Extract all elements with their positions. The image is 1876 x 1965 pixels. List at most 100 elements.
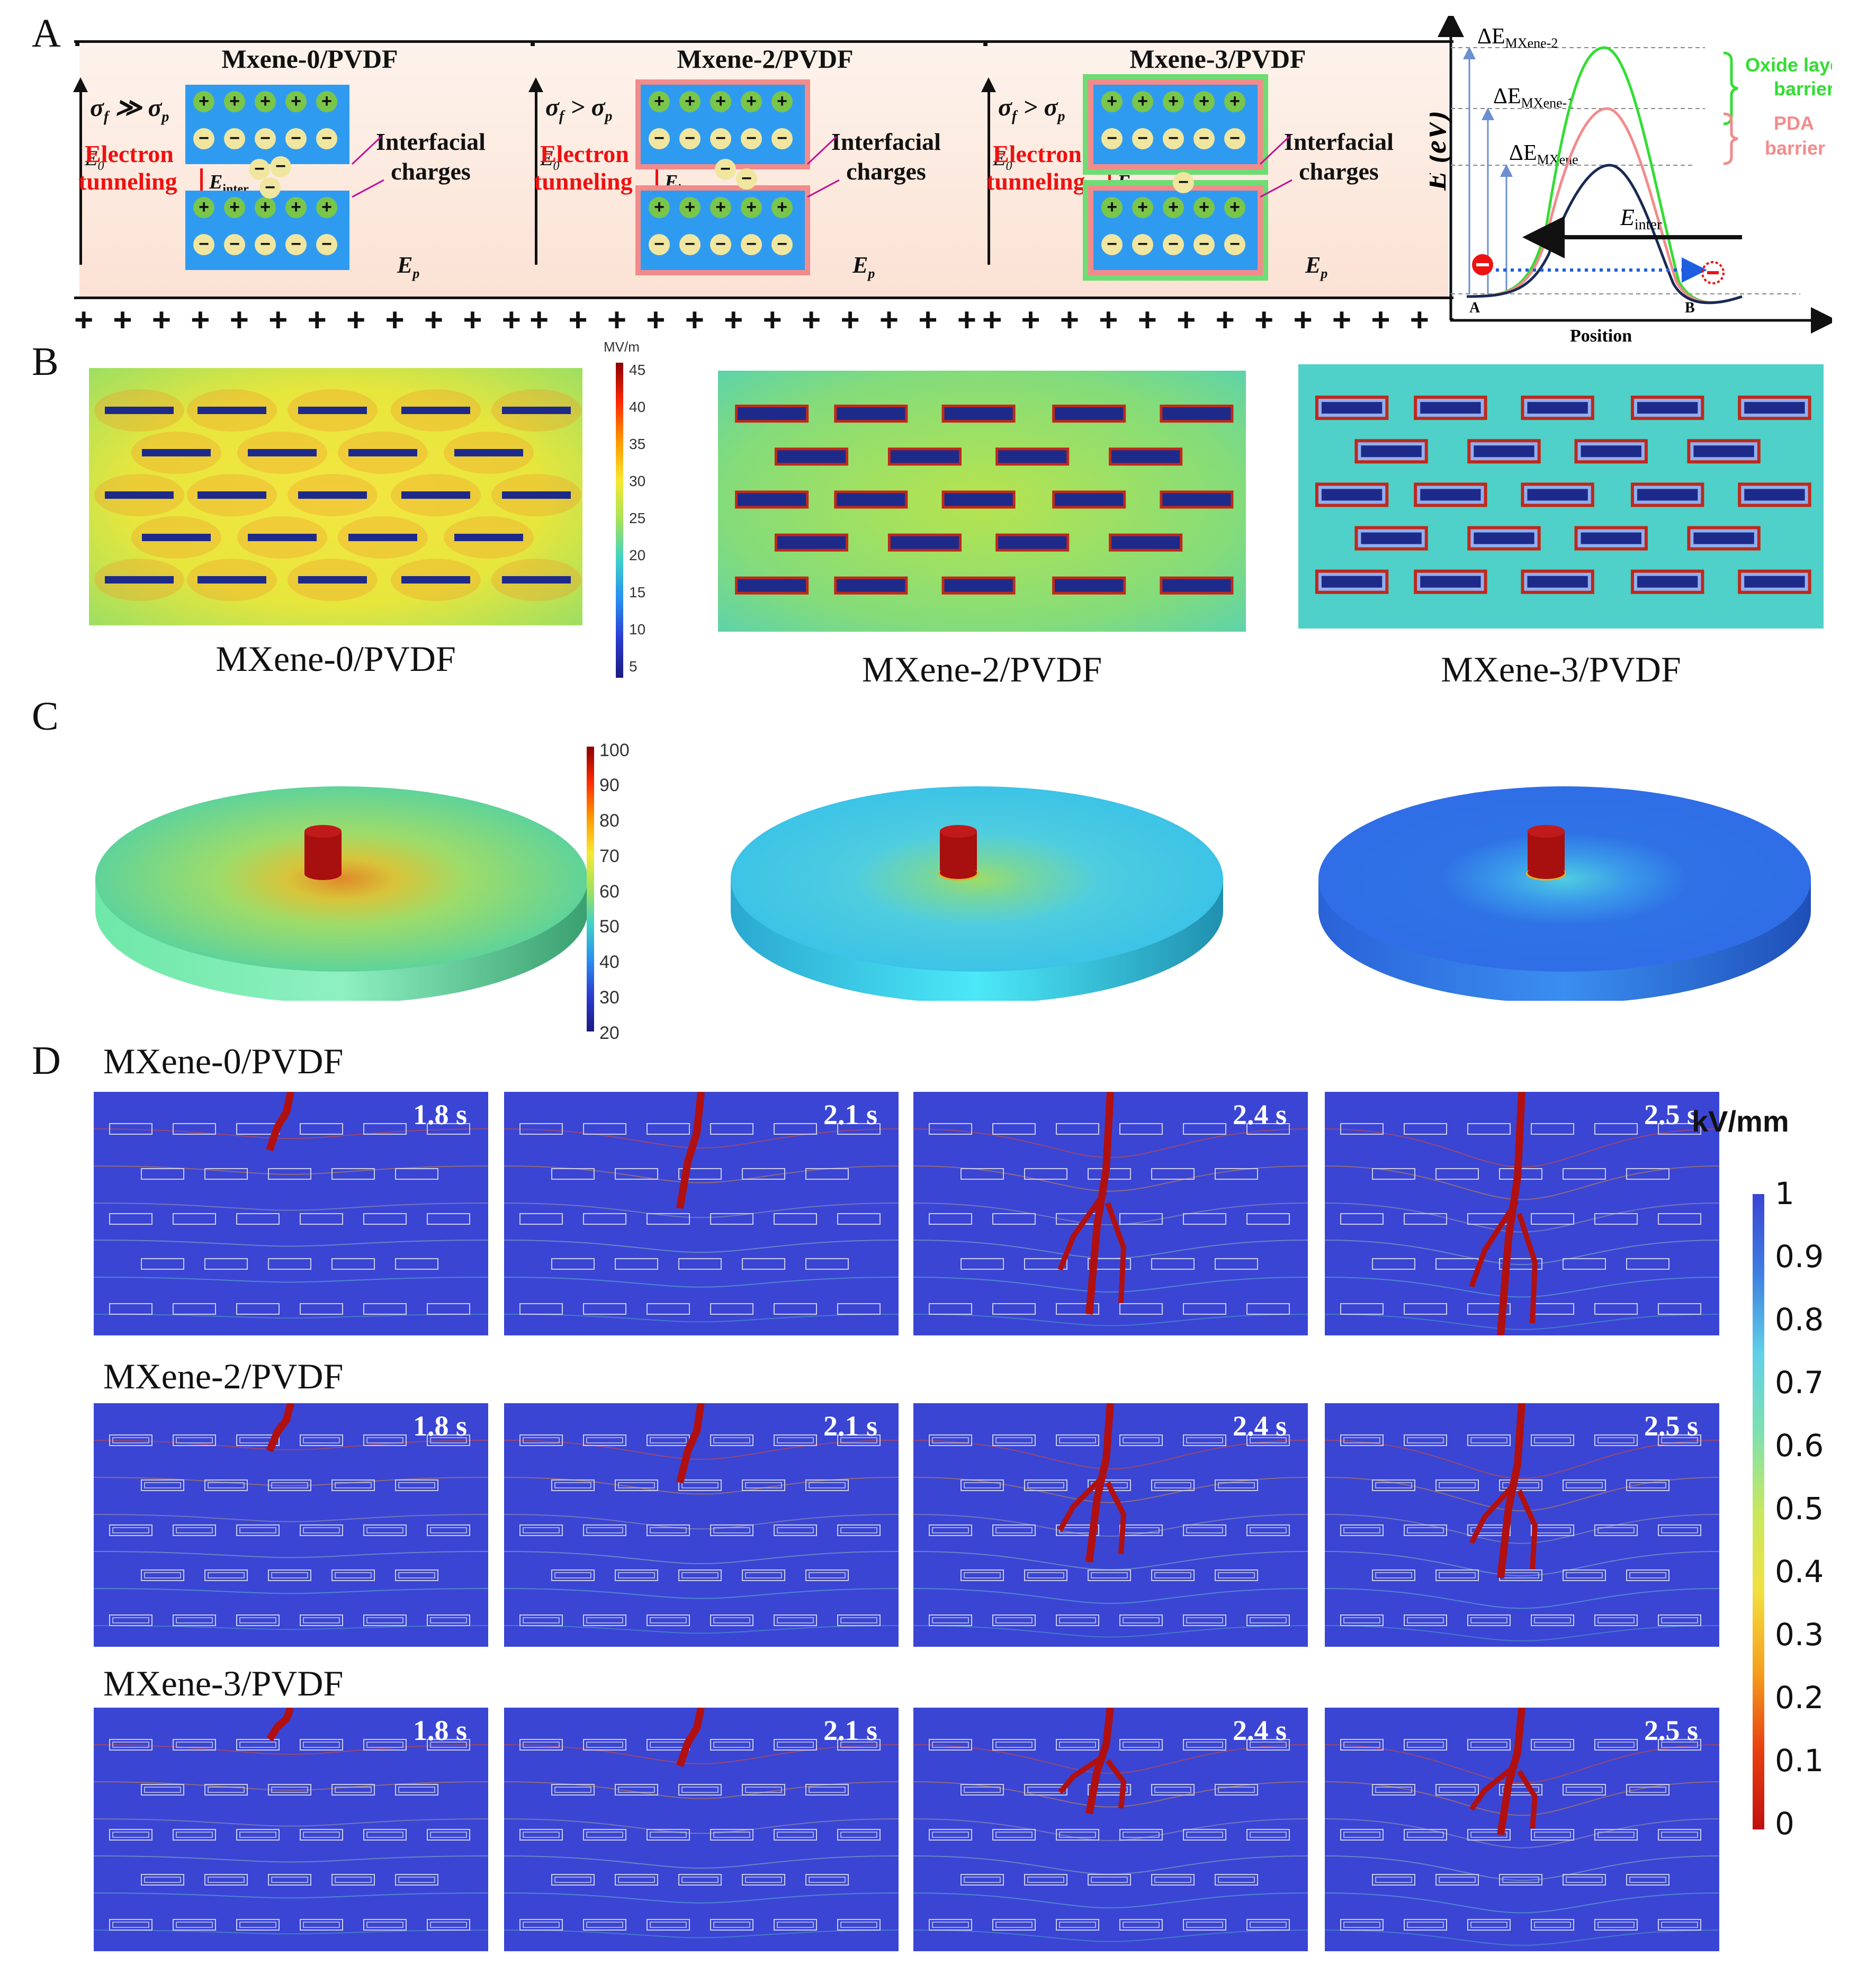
tunneling-arrow [200,168,203,191]
colorbar-tick: 0.7 [1775,1365,1824,1401]
heatmap-mxene-2 [718,371,1246,632]
negative-charge-icon: − [1132,234,1153,255]
time-label: 2.5 s [1644,1410,1698,1442]
colorbar-tick: 0.3 [1775,1617,1824,1653]
time-label: 1.8 s [412,1099,467,1130]
positive-charge-icon: + [285,197,307,218]
positive-charge-icon: + [1224,91,1245,112]
mxene-flake [502,576,571,584]
heatmap-mxene-0 [89,368,582,625]
positive-charge-icon: + [255,197,276,218]
mxene-flake [401,576,470,584]
positive-charge-icon: + [649,197,670,218]
caption-b-mxene-0: MXene-0/PVDF [216,639,456,679]
mxene-flake [401,491,470,499]
mxene-core [1162,579,1231,592]
positive-charge-icon: + [193,91,214,112]
colorbar-tick: 0.1 [1775,1743,1824,1779]
mxene-inner [1420,402,1481,414]
mxene-core [777,450,846,463]
mxene-flake [348,534,417,541]
positive-charge-icon: + [1193,197,1215,218]
electron-label: Electron [540,140,629,167]
mxene-flake [348,449,417,456]
mxene-inner [1581,445,1641,457]
mxene-inner [1744,576,1805,588]
positive-charge-icon: + [710,197,731,218]
colorbar-tick: 70 [599,846,620,866]
oxide-label-2: barrier [1774,78,1832,100]
mxene-flake [142,534,211,541]
mxene-core [944,493,1013,506]
tunneling-arrow [1108,168,1111,191]
breakdown-frame: 2.1 s [504,1092,899,1335]
colorbar-tick: 100 [599,740,630,760]
mxene-flake [298,576,367,584]
negative-charge-icon: − [1101,128,1123,149]
positive-charge-icon: + [649,91,670,112]
mxene-core [1162,493,1231,506]
colorbar-tick: 40 [629,399,646,416]
positive-charge-icon: + [285,91,307,112]
pda-label-2: barrier [1765,137,1825,159]
positive-charge-icon: + [316,197,337,218]
breakdown-frame: 1.8 s [94,1092,488,1335]
negative-charge-icon: − [771,234,793,255]
mxene-inner [1474,532,1534,544]
colorbar-tick: 0.6 [1775,1428,1824,1464]
mxene-flake [142,449,211,456]
schematic-1: - - - - - - - - - - - - - - - - - - - - … [528,32,1001,349]
negative-charge-icon: − [679,234,701,255]
ep-label: Ep [397,252,420,281]
schematic-title: Mxene-0/PVDF [221,44,398,74]
colorbar-tick: 5 [629,658,638,675]
caption-b-mxene-3: MXene-3/PVDF [1441,649,1681,689]
sigma-relation: σf > σp [998,93,1065,125]
colorbar-tick: 0 [1775,1806,1794,1842]
breakdown-frame: 1.8 s [94,1403,488,1647]
colorbar-tick: 30 [629,473,646,490]
breakdown-frame: 2.5 s [1325,1092,1719,1335]
time-label: 2.4 s [1232,1099,1287,1130]
negative-charge-icon: − [649,128,670,149]
colorbar-tick: 45 [629,362,646,379]
negative-charge-icon: − [741,128,762,149]
mxene-inner [1321,402,1383,414]
oxide-barrier-curve [1466,46,1743,304]
mxene-core [890,536,959,549]
mxene-core [944,579,1013,592]
negative-charge-icon: − [1193,128,1215,149]
breakdown-frame: 2.5 s [1325,1708,1719,1951]
time-label: 2.1 s [823,1715,877,1746]
positive-charge-icon: + [1193,91,1215,112]
positive-charge-icon: + [224,197,245,218]
negative-charge-icon: − [741,234,762,255]
mxene-inner [1420,489,1481,501]
mxene-core [837,493,905,506]
colorbar-tick: 25 [629,510,646,527]
mxene-flake [298,407,367,414]
panel-letter-b: B [32,339,59,384]
colorbar-b-unit: MV/m [604,339,640,355]
panel-letter-d: D [32,1038,61,1083]
tunneling-label: tunneling [534,168,633,195]
breakdown-frame: 2.4 s [913,1092,1308,1335]
positive-charge-icon: + [771,91,793,112]
positive-charge-icon: + [1132,91,1153,112]
colorbar-b [616,363,623,678]
caption-b-mxene-2: MXene-2/PVDF [861,649,1102,689]
positive-charge-icon: + [1101,197,1123,218]
interfacial-charge-icon: − [1173,172,1194,193]
negative-charge-icon: − [285,234,307,255]
negative-charge-icon: − [1224,234,1245,255]
negative-charge-icon: − [1132,128,1153,149]
mxene-flake [105,576,174,584]
mxene-core [998,450,1067,463]
negative-charge-icon: − [224,234,245,255]
interfacial-charge-icon: − [249,159,270,180]
breakdown-frame: 1.8 s [94,1708,488,1951]
mxene-inner [1693,445,1754,457]
negative-charge-icon: − [224,128,245,149]
